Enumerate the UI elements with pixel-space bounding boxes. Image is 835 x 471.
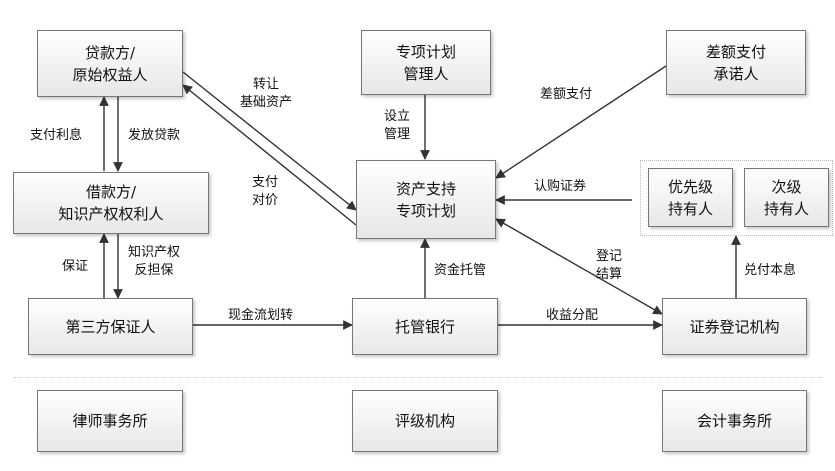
node-lender: 贷款方/ 原始权益人	[37, 30, 183, 97]
arrow-pay-consideration	[182, 84, 357, 226]
label-subscribe: 认购证券	[534, 179, 587, 194]
node-accounting-firm: 会计事务所	[662, 390, 807, 452]
node-rating-agency: 评级机构	[352, 390, 498, 452]
label-register-settle: 登记 结算	[596, 249, 623, 282]
label-issue-loan: 发放贷款	[128, 128, 181, 143]
node-borrower: 借款方/ 知识产权权利人	[13, 172, 209, 234]
label-guarantee: 保证	[62, 259, 89, 274]
arrow-register-settle	[495, 218, 663, 315]
arrow-deficit-payment	[495, 65, 667, 179]
node-law-firm: 律师事务所	[37, 390, 183, 452]
node-guarantor: 第三方保证人	[28, 298, 193, 355]
label-cash-transfer: 现金流划转	[228, 308, 294, 323]
section-divider	[14, 377, 822, 378]
node-junior-holder: 次级 持有人	[744, 168, 829, 227]
label-ip-counter-guarantee: 知识产权 反担保	[128, 245, 181, 278]
node-senior-holder: 优先级 持有人	[648, 168, 733, 227]
holders-group	[640, 160, 833, 236]
node-registrar: 证券登记机构	[662, 298, 807, 355]
arrow-transfer-assets	[182, 71, 357, 211]
node-custodian: 托管银行	[352, 298, 498, 355]
node-deficit-promisor: 差额支付 承诺人	[666, 30, 806, 95]
label-fund-custody: 资金托管	[434, 263, 487, 278]
node-abs-plan: 资产支持 专项计划	[356, 160, 496, 239]
label-pay-interest: 支付利息	[30, 128, 83, 143]
node-plan-manager: 专项计划 管理人	[361, 30, 491, 95]
label-pay-consideration: 支付 对价	[252, 175, 279, 208]
label-establish-manage: 设立 管理	[384, 109, 411, 142]
label-income-distribution: 收益分配	[546, 308, 599, 323]
label-deficit-payment: 差额支付	[540, 87, 593, 102]
label-pay-principal-interest: 兑付本息	[744, 263, 797, 278]
label-transfer-assets: 转让 基础资产	[240, 77, 293, 110]
